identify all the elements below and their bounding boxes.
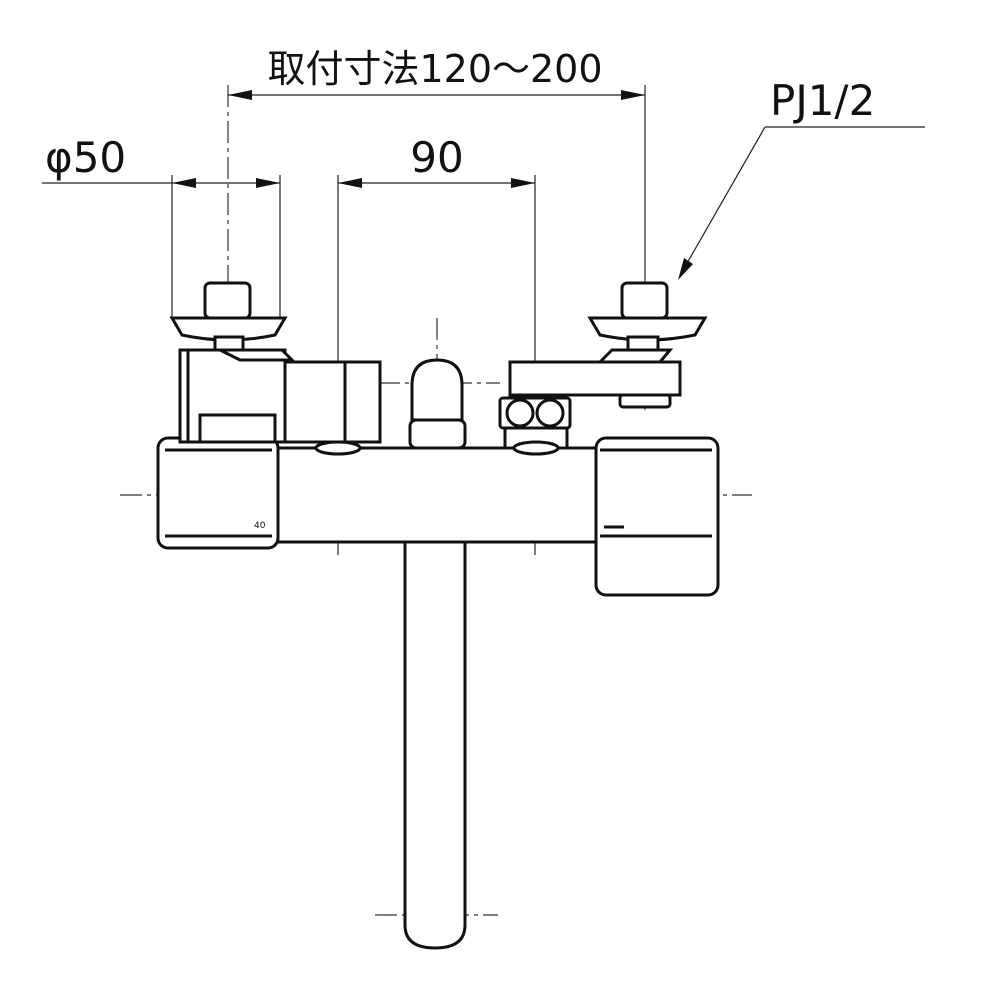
left-inlet xyxy=(169,281,382,456)
diverter-knob[interactable] xyxy=(408,358,467,450)
dimension-diameter: φ50 xyxy=(42,133,281,318)
dimension-mounting-pitch: 取付寸法120～200 xyxy=(228,47,646,280)
spacing-label: 90 xyxy=(410,133,463,182)
right-inlet xyxy=(498,281,708,456)
thread-label: PJ1/2 xyxy=(770,76,875,125)
left-handle xyxy=(156,436,280,550)
main-body xyxy=(273,446,602,544)
outlet-pipe xyxy=(403,540,467,950)
diameter-label: φ50 xyxy=(45,133,126,182)
thread-callout: PJ1/2 xyxy=(678,76,925,280)
mounting-pitch-label: 取付寸法120～200 xyxy=(267,47,602,91)
handle-mark: 40 xyxy=(254,521,266,531)
right-handle xyxy=(594,436,720,597)
